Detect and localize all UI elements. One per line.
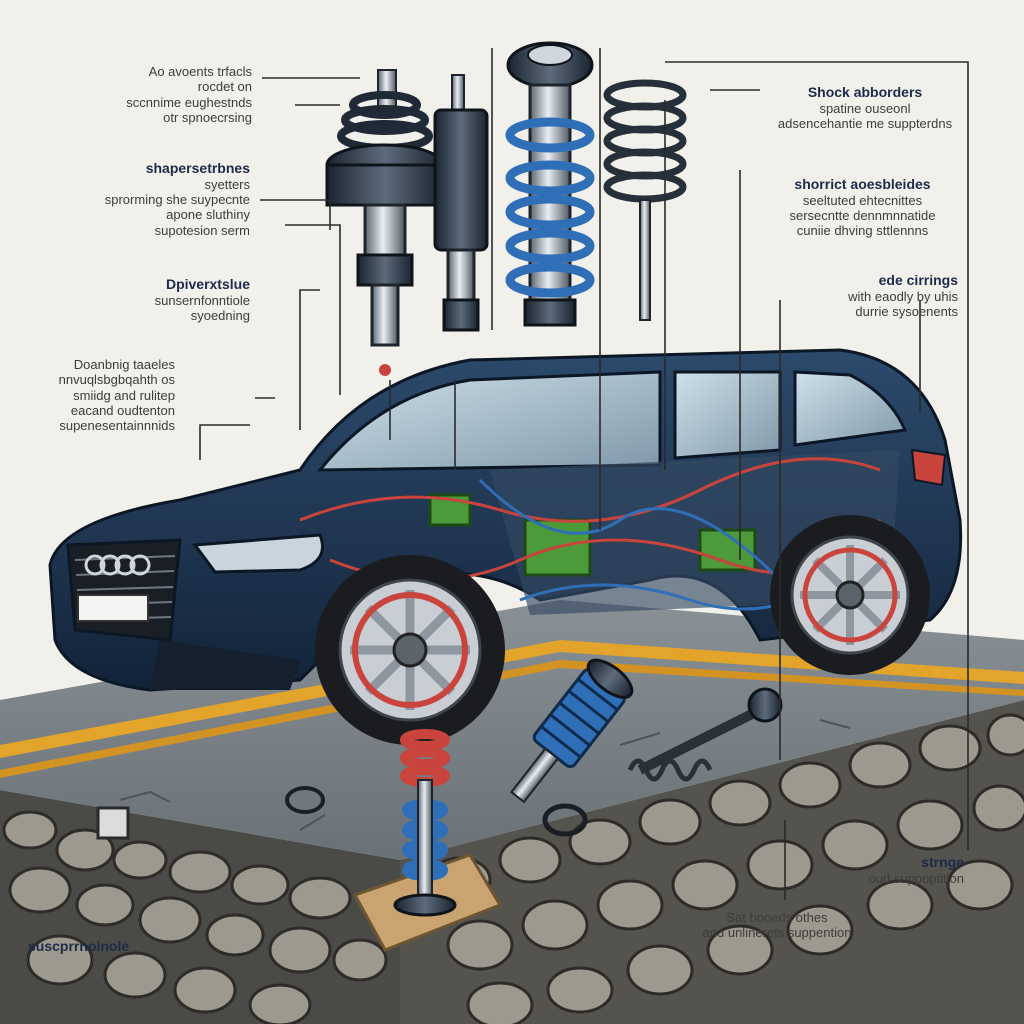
coil-spring-icon (603, 79, 687, 321)
coilover-icon (325, 69, 445, 376)
strut-icon (433, 74, 489, 332)
label-bottom-right-1: strnge oud suppoptition (868, 854, 964, 886)
label-bottom-right-2: Sat booeds othes and unlinerets suppenti… (702, 910, 852, 941)
label-left-3: Dpiverxtslue sunsernfonntiole syoedning (154, 276, 250, 323)
label-left-1: Ao avoents trfacls rocdet on sccnnime eu… (126, 64, 252, 125)
shock-absorber-icon (509, 658, 634, 804)
stone-wall-icon (0, 700, 1024, 1024)
label-left-2: shapersetrbnes syetters sprorming she su… (104, 160, 250, 238)
leader-lines (199, 48, 969, 900)
spring-shock-icon (393, 729, 457, 917)
car-icon (48, 348, 963, 745)
blue-spring-shock-icon (505, 41, 595, 327)
label-right-2: shorrict aoesbleides seeltuted ehtecnitt… (789, 176, 936, 239)
label-right-3: ede cirrings with eaodly by uhis durrie … (848, 272, 958, 319)
label-right-1: Shock abborders spatine ouseonl adsenceh… (777, 84, 953, 131)
label-left-4: Doanbnig taaeles nnvuqlsbgbqahth os smii… (58, 357, 175, 434)
label-bottom-left: suscprrnoinole (28, 938, 130, 954)
stabilizer-link-icon (96, 687, 783, 840)
